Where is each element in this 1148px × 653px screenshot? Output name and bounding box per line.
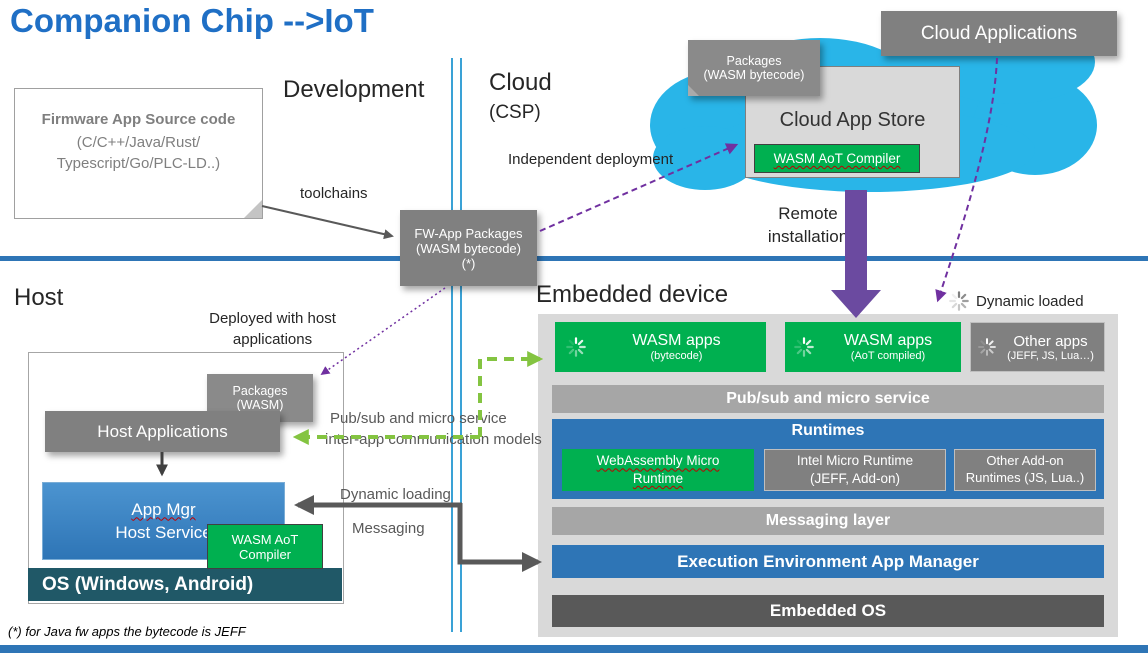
- embedded-os-bar: Embedded OS: [552, 595, 1104, 627]
- runtimes-title: Runtimes: [791, 422, 865, 439]
- development-label: Development: [283, 76, 425, 103]
- fw-app-packages-line3: (*): [461, 255, 476, 271]
- messaging-label: Messaging: [352, 520, 425, 537]
- spinner-icon: [978, 338, 996, 356]
- firmware-source-line2: (C/C++/Java/Rust/: [76, 134, 201, 151]
- cloud-packages-line1: Packages: [726, 54, 782, 68]
- runtime-webassembly-box: WebAssembly Micro Runtime: [562, 449, 754, 491]
- execution-environment-bar: Execution Environment App Manager: [552, 545, 1104, 578]
- fw-app-packages-line1: FW-App Packages: [414, 225, 523, 241]
- app-mgr-line2: Host Service: [115, 522, 212, 542]
- host-wasm-aot-compiler-box: WASM AoT Compiler: [207, 524, 323, 569]
- deployed-with-host-label: Deployed with host applications: [209, 310, 336, 348]
- spinner-icon: [566, 337, 586, 357]
- firmware-source-box: Firmware App Source code (C/C++/Java/Rus…: [14, 88, 263, 219]
- runtime-intel-box: Intel Micro Runtime (JEFF, Add-on): [764, 449, 946, 491]
- pubsub-models-line1: Pub/sub and micro service: [330, 410, 507, 427]
- host-aot-line2: Compiler: [238, 546, 291, 562]
- host-packages-line1: Packages: [232, 384, 288, 398]
- other-apps-box: Other apps (JEFF, JS, Lua…): [970, 322, 1105, 372]
- host-label: Host: [14, 284, 64, 311]
- messaging-arrow: [457, 503, 542, 572]
- spinner-icon: [949, 291, 969, 311]
- host-aot-line1: WASM AoT: [231, 531, 299, 547]
- cloud-app-store-title: Cloud App Store: [779, 109, 926, 131]
- folded-corner-icon: [244, 200, 262, 218]
- runtime-other-box: Other Add-on Runtimes (JS, Lua..): [954, 449, 1096, 491]
- app-subtitle: (JEFF, JS, Lua…): [1007, 349, 1094, 362]
- spinner-icon: [794, 337, 814, 357]
- firmware-source-title: Firmware App Source code: [41, 111, 236, 128]
- cloud-packages-tag: Packages (WASM bytecode): [688, 40, 820, 96]
- cloud-label: Cloud: [489, 69, 552, 96]
- pubsub-bar: Pub/sub and micro service: [552, 385, 1104, 413]
- horizontal-divider: [0, 256, 1148, 261]
- toolchains-label: toolchains: [300, 185, 368, 202]
- app-title: WASM apps: [632, 332, 721, 349]
- dynamic-loading-label: Dynamic loading: [340, 486, 451, 503]
- vertical-divider: [451, 58, 462, 632]
- bottom-accent-bar: [0, 645, 1148, 653]
- wasm-apps-bytecode-box: WASM apps (bytecode): [555, 322, 766, 372]
- dynamic-loaded-label: Dynamic loaded: [976, 293, 1084, 310]
- messaging-layer-bar: Messaging layer: [552, 507, 1104, 535]
- app-subtitle: (AoT compiled): [850, 350, 926, 362]
- cloud-applications-box: Cloud Applications: [881, 11, 1117, 56]
- fw-app-packages-box: FW-App Packages (WASM bytecode) (*): [400, 210, 537, 286]
- embedded-device-label: Embedded device: [536, 281, 729, 308]
- folded-corner-icon: [688, 85, 699, 96]
- csp-label: (CSP): [489, 102, 541, 123]
- fw-app-packages-line2: (WASM bytecode): [416, 240, 521, 256]
- remote-installation-label: Remote installation: [767, 204, 849, 246]
- host-os-bar: OS (Windows, Android): [28, 568, 342, 601]
- toolchains-arrow: [261, 205, 394, 240]
- app-mgr-line1: App Mgr: [131, 499, 196, 519]
- pubsub-models-line2: inter-app communication models: [325, 431, 542, 448]
- cloud-packages-line2: (WASM bytecode): [703, 68, 805, 82]
- firmware-source-line3: Typescript/Go/PLC-LD..): [56, 155, 221, 172]
- wasm-apps-aot-box: WASM apps (AoT compiled): [785, 322, 961, 372]
- app-title: WASM apps: [843, 332, 933, 349]
- embedded-device-box: WASM apps (bytecode) WASM apps (AoT comp…: [538, 314, 1118, 637]
- runtimes-box: Runtimes WebAssembly Micro Runtime Intel…: [552, 419, 1104, 499]
- page-title: Companion Chip -->IoT: [10, 2, 374, 39]
- app-title: Other apps: [1013, 332, 1088, 350]
- cloud-wasm-aot-compiler-box: WASM AoT Compiler: [754, 144, 920, 173]
- host-applications-box: Host Applications: [45, 411, 280, 452]
- independent-deployment-label: Independent deployment: [508, 151, 674, 168]
- app-subtitle: (bytecode): [650, 350, 703, 362]
- host-packages-line2: (WASM): [236, 398, 284, 412]
- footnote: (*) for Java fw apps the bytecode is JEF…: [8, 624, 246, 639]
